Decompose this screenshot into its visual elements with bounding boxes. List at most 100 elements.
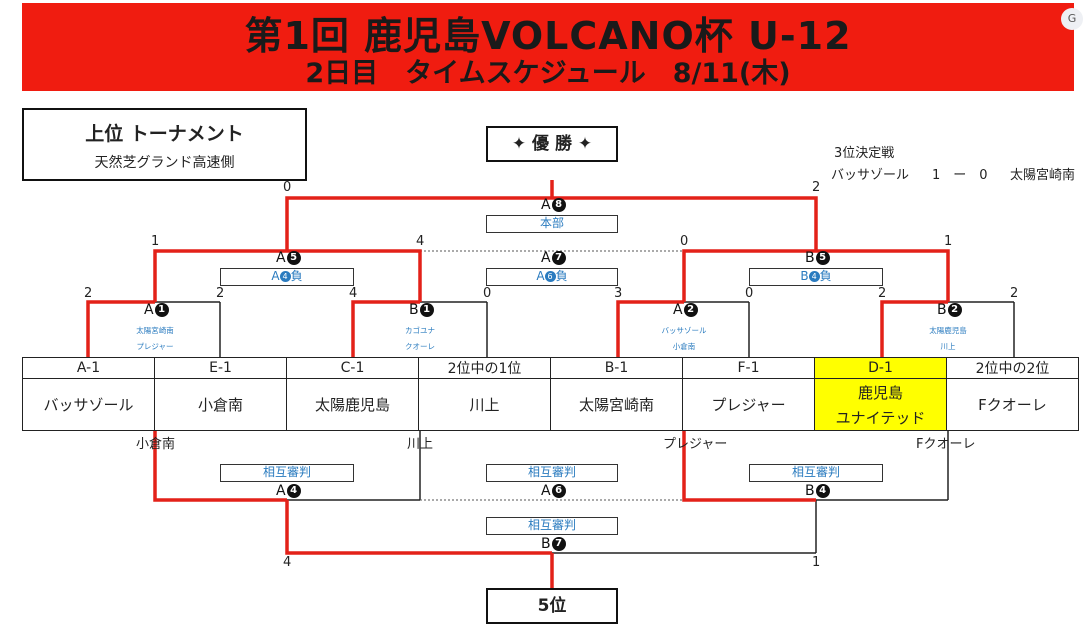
ref-line: プレジャー	[136, 342, 174, 351]
semi1-score-left: 1	[151, 234, 160, 249]
fifth-place-label: 5位	[537, 596, 567, 616]
team-name: 太陽宮崎南	[550, 378, 683, 431]
loser-final-score-right: 1	[812, 555, 821, 570]
team-seed: D-1	[814, 357, 947, 379]
title-line-2: 2日目 タイムスケジュール 8/11(木)	[305, 58, 791, 89]
loser-m3-referee: 相互審判	[749, 464, 883, 482]
match-number: 4	[286, 484, 301, 498]
ref-line: クオーレ	[405, 342, 435, 351]
team-name-highlight: 鹿児島ユナイテッド	[814, 378, 947, 431]
title-line-1: 第1回 鹿児島VOLCANO杯 U-12	[244, 14, 852, 58]
semi3-score-right: 1	[944, 234, 953, 249]
ref-number: 6	[544, 271, 556, 282]
loser-label: プレジャー	[663, 437, 728, 452]
r1m3-score-right: 0	[745, 286, 754, 301]
ref-number: 4	[808, 271, 820, 282]
r1m2-score-left: 4	[349, 286, 358, 301]
r1m4-score-right: 2	[1010, 286, 1019, 301]
loser-label: Fクオーレ	[916, 437, 976, 452]
r1m1-referee: 太陽宮崎南プレジャー	[120, 325, 190, 352]
ref-line: バッサゾール	[661, 326, 707, 335]
tournament-venue: 天然芝グランド高速側	[94, 155, 235, 171]
ref-court: B	[800, 269, 809, 283]
match-number: 2	[683, 303, 698, 317]
team-seed: 2位中の1位	[418, 357, 551, 379]
loser-final-score-left: 4	[283, 555, 292, 570]
loser-final-referee: 相互審判	[486, 517, 618, 535]
team-seed: 2位中の2位	[946, 357, 1079, 379]
r1m2-referee: カゴユナクオーレ	[385, 325, 455, 352]
match-number: 5	[286, 251, 301, 265]
ref-suffix: 負	[819, 269, 832, 283]
ref-line: 小倉南	[672, 342, 696, 351]
team-name: プレジャー	[682, 378, 815, 431]
ref-court: A	[536, 269, 545, 283]
match-court: B	[805, 483, 815, 499]
sparkle-icon: ✦	[577, 134, 593, 154]
third-place-title: 3位決定戦	[834, 146, 895, 161]
third-place-home: バッサゾール	[831, 168, 910, 183]
r1m3-score-left: 3	[614, 286, 623, 301]
match-court: A	[541, 250, 551, 266]
ref-number: 4	[279, 271, 291, 282]
team-name: 川上	[418, 378, 551, 431]
loser-m2-referee: 相互審判	[486, 464, 618, 482]
team-seed: C-1	[286, 357, 419, 379]
loser-label: 小倉南	[136, 437, 176, 452]
match-number: 1	[154, 303, 169, 317]
team-seed: A-1	[22, 357, 155, 379]
r1m2-score-right: 0	[483, 286, 492, 301]
tournament-info-box: 上位 トーナメント 天然芝グランド高速側	[22, 108, 307, 181]
match-number: 2	[947, 303, 962, 317]
match-court: A	[541, 197, 551, 213]
semi1-score-right: 4	[416, 234, 425, 249]
team-name: Fクオーレ	[946, 378, 1079, 431]
r1m4-referee: 太陽鹿児島川上	[913, 325, 983, 352]
team-name: 小倉南	[154, 378, 287, 431]
google-lens-icon[interactable]: G	[1061, 8, 1083, 30]
match-court: A	[276, 250, 286, 266]
loser-label: 川上	[407, 437, 434, 452]
sparkle-icon: ✦	[511, 134, 527, 154]
ref-suffix: 負	[555, 269, 568, 283]
match-court: A	[541, 483, 551, 499]
match-number: 1	[419, 303, 434, 317]
title-banner: 第1回 鹿児島VOLCANO杯 U-12 2日目 タイムスケジュール 8/11(…	[22, 3, 1074, 91]
match-court: B	[937, 302, 947, 318]
match-court: A	[673, 302, 683, 318]
team-seed: B-1	[550, 357, 683, 379]
ref-line: 川上	[940, 342, 956, 351]
ref-line: 太陽鹿児島	[929, 326, 967, 335]
final-score-left: 0	[283, 180, 292, 195]
team-table: A-1 E-1 C-1 2位中の1位 B-1 F-1 D-1 2位中の2位 バッ…	[22, 357, 1079, 431]
r1m3-referee: バッサゾール小倉南	[649, 325, 719, 352]
loser-m1-referee: 相互審判	[220, 464, 354, 482]
match-court: B	[541, 536, 551, 552]
r1m1-score-right: 2	[216, 286, 225, 301]
match-court: B	[805, 250, 815, 266]
match-court: B	[409, 302, 419, 318]
champion-box: ✦ 優 勝 ✦	[486, 126, 618, 162]
match-number: 6	[551, 484, 566, 498]
match-number: 4	[815, 484, 830, 498]
ref-line: カゴユナ	[405, 326, 435, 335]
semi3-score-left: 0	[680, 234, 689, 249]
team-seed: E-1	[154, 357, 287, 379]
final-referee: 本部	[486, 215, 618, 233]
third-place-away: 太陽宮崎南	[1010, 168, 1076, 183]
ref-line: 太陽宮崎南	[136, 326, 174, 335]
team-seed: F-1	[682, 357, 815, 379]
match-number: 7	[551, 251, 566, 265]
team-name-line: 鹿児島	[857, 383, 903, 402]
match-number: 5	[815, 251, 830, 265]
